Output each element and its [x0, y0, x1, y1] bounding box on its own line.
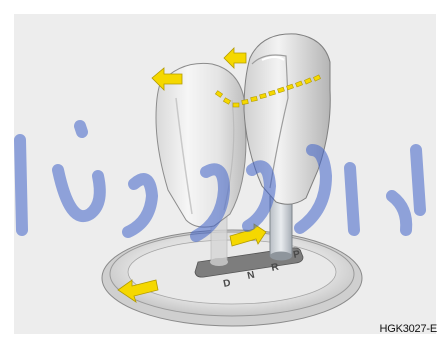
- figure-code-label: HGK3027-E: [379, 323, 437, 335]
